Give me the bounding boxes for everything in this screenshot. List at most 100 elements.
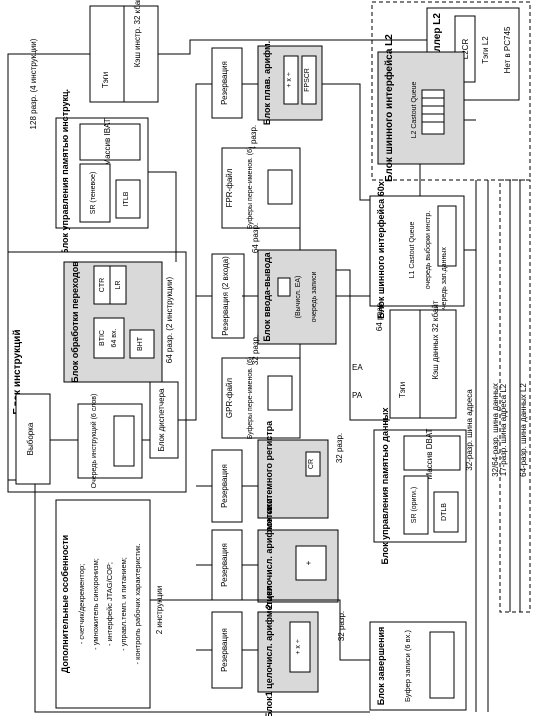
icache-tags: Тэги — [101, 72, 110, 88]
feature-item: - счетчик/декрементор; — [77, 564, 86, 644]
lsu-adder — [277, 277, 291, 297]
sru-title: Блок системного регистра — [264, 420, 274, 539]
dispatch-block: Блок диспетчера — [149, 381, 179, 459]
completion-buffer-icon — [429, 631, 455, 699]
l2-tags-label: Тэги L2 — [481, 36, 490, 64]
completion-block: Блок завершения Буфер записи (6 вх.) — [369, 621, 467, 711]
connectors — [7, 39, 476, 713]
features-title: Дополнительные особенности — [60, 535, 70, 673]
branch-unit: CTR LR BTIC 64 вх. BHT Блок обработки пе… — [63, 261, 163, 383]
instruction-unit-title: Блок инструкций — [12, 330, 23, 415]
bus-addr32-label: 32-разр. шина адреса — [465, 389, 474, 471]
btic-box — [93, 317, 125, 359]
fetch-label: Выборка — [26, 422, 35, 455]
sr-original-label: SR (ориги.) — [411, 487, 418, 523]
fpr-title: FPR-файл — [225, 168, 234, 207]
iu2-title: Блок 2 целочисл. арифметики — [264, 498, 274, 633]
iu1-reservation: Резервация — [211, 611, 243, 689]
l2-castout-queue-icon — [421, 89, 445, 135]
completion-buffer-label: Буфер записи (6 вх.) — [403, 630, 412, 702]
fpscr-label: FPSCR — [304, 68, 311, 92]
feature-item: - контроль рабочих характеристик. — [133, 544, 142, 665]
btic-label: BTIC — [99, 330, 106, 346]
iu2-block: + Блок 2 целочисл. арифметики — [257, 498, 339, 634]
fpu-ops-label: + x ÷ — [286, 72, 293, 87]
iu2-alu — [295, 545, 327, 581]
iu1-title: Блок1 целочисл. арифметики — [264, 586, 274, 716]
btic-size-label: 64 вх. — [111, 329, 118, 348]
feature-item: - умножитель синхронизм; — [91, 558, 100, 650]
sru-bus-label: 32 разр. — [335, 433, 344, 463]
iu1-block: + x ÷ Блок1 целочисл. арифметики — [257, 586, 319, 716]
lsu-calc-label: (Вычисл. EA) — [295, 276, 302, 319]
dbat-label: Массив DBAT — [425, 428, 434, 479]
features-box: Дополнительные особенности - счетчик/дек… — [55, 499, 151, 709]
imu-block: Массив IBAT SR (теневое) ITLB Блок управ… — [55, 89, 149, 255]
l2-castout-label: L2 Castout Queue — [411, 81, 418, 138]
icache-bus-label: 128 разр. (4 инструкции) — [29, 38, 38, 129]
system-buses: 17-разр. шина адреса L2 64-разр. шина да… — [465, 180, 528, 712]
fetch-block: Выборка — [15, 393, 51, 485]
gpr-buffers-icon — [267, 375, 293, 411]
bus-data3264-label: 32/64-разр. шина данных — [491, 383, 500, 477]
dbat-array — [403, 435, 461, 471]
l1-fetch-queue-label: очередь выборки инстр. — [424, 211, 432, 289]
lsu-title: Блок ввода-вывода — [262, 251, 272, 341]
ea-label: EA — [352, 363, 363, 372]
iu2-reservation-label: Резервация — [220, 543, 229, 587]
lsu-block: Резервация (2 входа) Блок ввода-вывода (… — [211, 249, 337, 345]
fpu-reservation — [211, 47, 243, 119]
fpu-title: Блок плав. арифм. — [262, 41, 272, 125]
fpscr-register — [301, 55, 317, 105]
l2-controller-title: Контроллер L2 — [432, 13, 443, 87]
gpr-bus-label: 32 разр. — [251, 335, 260, 365]
bht-box — [129, 329, 155, 359]
dtlb — [433, 491, 459, 533]
queue-label: Очередь инструкций (6 слов) — [90, 394, 98, 489]
fpr-buffers-icon — [267, 169, 293, 205]
cr-register — [305, 451, 321, 477]
itlb-label: ITLB — [123, 191, 130, 206]
l1-castout-label: L1 Castout Queue — [409, 221, 416, 278]
sru-block: CR Блок системного регистра — [257, 420, 329, 539]
feature-item: - управл.темп. и питанием; — [119, 557, 128, 651]
l1-bus-title: Блок шинного интерфейса 60x — [376, 181, 386, 318]
fpu-bus-label: 64 разр. — [249, 125, 258, 155]
completion-title: Блок завершения — [376, 627, 386, 706]
gpr-title: GPR-файл — [225, 378, 234, 419]
ibat-array — [79, 123, 141, 161]
l2-note: Нет в PC745 — [503, 26, 512, 73]
dispatch-bus-label: 64 разр. (2 инструкции) — [165, 276, 174, 363]
iu2-ops-label: + — [304, 560, 313, 565]
icache-title: Кэш инстр. 32 кбайт — [133, 0, 142, 67]
l2cr-label: L2CR — [461, 39, 470, 60]
ctr-label: CTR — [99, 278, 106, 292]
l2-dashed-region — [371, 1, 531, 181]
l1-queue-icon — [437, 205, 457, 267]
sru-reservation-label: Резервация — [220, 464, 229, 508]
gpr-buffers-label: Буферы пере-именов. (6) — [247, 357, 254, 440]
gpr-block: GPR-файл Буферы пере-именов. (6) — [221, 357, 301, 440]
bus-addr17-label: 17-разр. шина адреса L2 — [499, 383, 508, 476]
fpu-block: Резервация + x ÷ FPSCR Блок плав. арифм. — [211, 41, 323, 125]
pa-label: PA — [352, 391, 363, 400]
iu1-ops-label: + x ÷ — [295, 639, 302, 654]
iu1-alu — [289, 621, 311, 673]
bht-label: BHT — [137, 336, 144, 351]
bus-data64-label: 64-разр. шина данных L2 — [519, 383, 528, 477]
l1-store-queue-label: очередь зап.данных — [441, 247, 448, 313]
dcache-block: Кэш данных 32 кбайт Тэги — [389, 300, 457, 419]
ibat-label: Массив IBAT — [103, 118, 112, 165]
imu-title: Блок управления памятью инструкц. — [60, 89, 70, 255]
sr-shadow-label: SR (теневое) — [90, 172, 97, 215]
queue-icon — [113, 415, 135, 467]
dispatch-label: Блок диспетчера — [157, 388, 166, 451]
feature-item: - интерфейс JTAG/COP; — [105, 562, 114, 646]
dtlb-label: DTLB — [441, 503, 448, 521]
sru-reservation: Резервация — [211, 449, 243, 523]
itlb — [115, 179, 141, 219]
dcache-tags: Тэги — [398, 382, 407, 398]
dcache-title: Кэш данных 32 кбайт — [431, 300, 440, 379]
icache-block: Кэш инстр. 32 кбайт Тэги — [89, 0, 159, 103]
l2-bus-title: Блок шинного интерфейса L2 — [383, 34, 395, 182]
